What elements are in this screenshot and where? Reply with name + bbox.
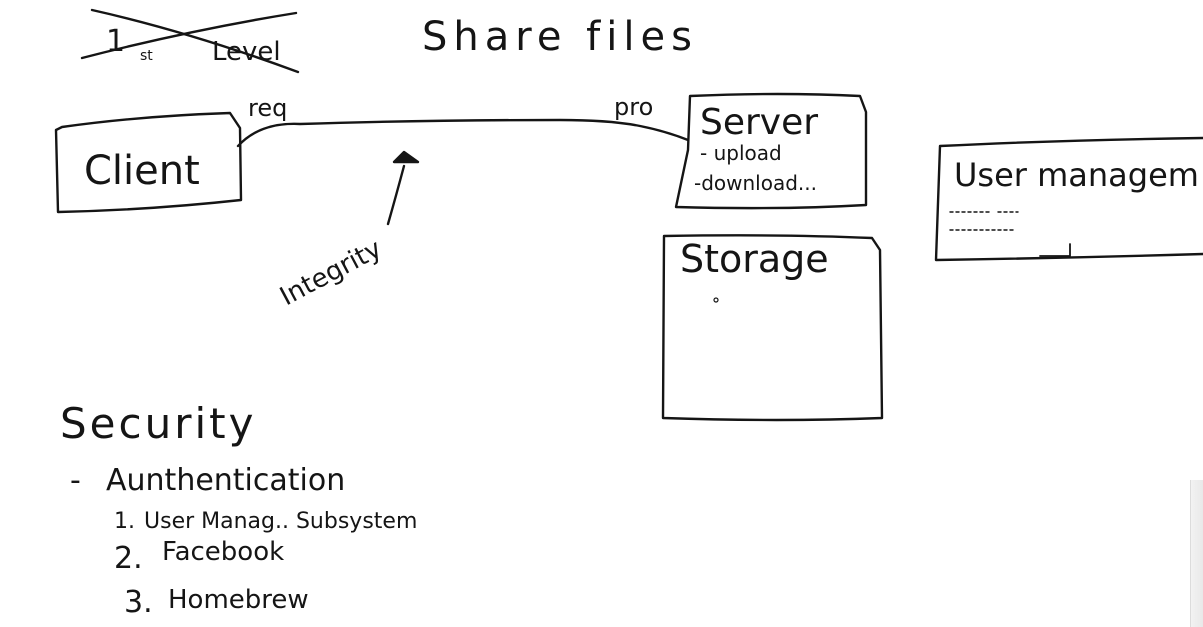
storage-node: Storage [661,234,884,422]
security-bullet-text: Aunthentication [106,463,345,498]
integrity-annotation: Integrity [275,150,420,312]
server-item-download: -download... [694,171,817,195]
user-management-mark [1039,243,1071,257]
integrity-pointer [386,164,406,226]
edge-panel [1190,480,1203,627]
storage-dot [713,297,719,303]
heading-number: 1 [106,24,125,59]
client-box [54,111,243,214]
strike-line-2 [80,11,298,60]
security-section: Security - Aunthentication 1. User Manag… [60,399,417,620]
server-node: Server - upload -download... [674,92,868,210]
server-box [674,92,868,210]
storage-label: Storage [680,237,829,281]
security-item-3-text: Homebrew [168,585,309,615]
heading-suffix: st [140,48,153,64]
security-item-1-text: User Manag.. Subsystem [144,509,417,534]
security-bullet-dash: - [70,463,81,498]
server-label: Server [700,102,818,143]
security-item-1-number: 1. [114,509,135,534]
user-management-box [934,136,1203,262]
integrity-label: Integrity [275,234,387,312]
client-node: Client [54,111,243,214]
strike-line-1 [90,8,300,74]
security-item-2-text: Facebook [162,537,284,567]
storage-box [661,234,884,422]
user-management-node: User managem [934,136,1203,262]
protocol-label: pro [614,93,653,121]
request-line [236,118,690,148]
diagram-title: Share files [422,14,698,60]
crossed-out-heading: 1 st Level [80,8,300,74]
security-item-2-number: 2. [114,541,143,576]
user-management-label: User managem [954,156,1199,194]
security-heading: Security [60,399,256,448]
client-label: Client [84,148,200,194]
request-label: req [248,94,287,122]
security-item-3-number: 3. [124,585,153,620]
integrity-arrowhead [392,150,420,164]
server-item-upload: - upload [700,141,782,165]
